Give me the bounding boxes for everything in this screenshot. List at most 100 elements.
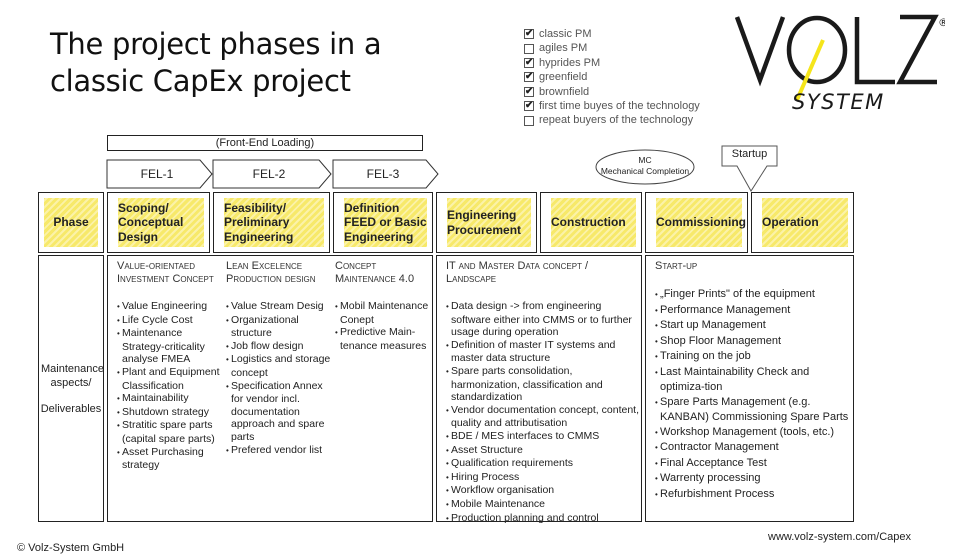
deliverable-item: Maintainability	[117, 392, 222, 406]
fel-deliverables: Value-orientaed Investment ConceptValue …	[107, 255, 433, 522]
startup-callout	[721, 145, 778, 192]
checklist-label: greenfield	[539, 71, 588, 84]
checklist-label: first time buyes of the technology	[539, 100, 700, 113]
checklist-item[interactable]: classic PM	[524, 27, 700, 41]
deliverable-item: Mobil Maintenance Conept	[335, 300, 430, 326]
deliverable-heading: Lean Excelence Production design	[226, 260, 316, 285]
deliverable-item: Value Engineering	[117, 300, 222, 314]
checkbox[interactable]	[524, 58, 534, 69]
project-type-checklist: classic PM agiles PMhyprides PM greenfield…	[524, 27, 700, 128]
deliverable-item: Definition of master IT systems and mast…	[446, 339, 639, 365]
startup-milestone-label: Startup	[731, 148, 768, 160]
phase-label: Scoping/ Conceptual Design	[118, 200, 184, 244]
deliverable-item: Last Maintainability Check and optimiza-…	[655, 365, 853, 395]
checklist-item[interactable]: first time buyes of the technology	[524, 99, 700, 113]
row-label: Maintenance aspects/ Deliverables	[38, 255, 104, 522]
copyright: © Volz-System GmbH	[17, 542, 125, 554]
deliverable-item: Stratitic spare parts (capital spare par…	[117, 419, 222, 445]
checklist-label: agiles PM	[539, 42, 588, 55]
checkbox[interactable]	[524, 29, 534, 40]
deliverable-item: Spare parts consolidation, harmonization…	[446, 365, 639, 404]
checklist-item[interactable]: hyprides PM	[524, 56, 700, 70]
deliverable-item: Refurbishment Process	[655, 487, 853, 503]
checkbox[interactable]	[524, 101, 534, 112]
deliverable-item: Training on the job	[655, 349, 853, 365]
deliverable-list: Data design -> from engineering software…	[446, 300, 639, 525]
fel-3-arrow	[332, 159, 439, 189]
startup-deliverables-list: Start-up „Finger Prints" of the equipment…	[655, 260, 853, 502]
deliverable-heading: Start-up	[655, 260, 698, 272]
phase-construction: Construction	[540, 192, 642, 253]
deliverable-item: Start up Management	[655, 318, 853, 334]
checkbox[interactable]	[524, 72, 534, 83]
checklist-item[interactable]: brownfield	[524, 85, 700, 99]
deliverable-item: Spare Parts Management (e.g. KANBAN) Com…	[655, 395, 853, 425]
deliverable-item: Asset Structure	[446, 444, 639, 458]
deliverable-list: Mobil Maintenance ConeptPredictive Main-…	[335, 300, 430, 352]
deliverable-heading: IT and Master Data concept / Landscape	[446, 260, 589, 285]
phase-label: Commissioning	[656, 215, 747, 230]
checklist-label: brownfield	[539, 85, 590, 98]
phase-header-label: Phase	[53, 215, 89, 230]
fel-3-label: FEL-3	[366, 167, 400, 181]
phase-definition: Definition FEED or Basic Engineering	[333, 192, 433, 253]
deliverable-item: Final Acceptance Test	[655, 456, 853, 472]
deliverable-item: Performance Management	[655, 303, 853, 319]
epc-deliverables: IT and Master Data concept / LandscapeDa…	[436, 255, 642, 525]
checkbox[interactable]	[524, 86, 534, 97]
phase-engineering-procurement: Engineering Procurement	[436, 192, 537, 253]
title-line-1: The project phases in a	[50, 27, 382, 61]
checklist-label: classic PM	[539, 28, 592, 40]
checklist-label: hyprides PM	[539, 56, 601, 69]
phase-label: Construction	[551, 215, 626, 230]
svg-text:SYSTEM: SYSTEM	[792, 90, 885, 112]
deliverable-item: Plant and Equipment Classification	[117, 366, 222, 392]
fel-1-label: FEL-1	[140, 167, 174, 181]
fel3-deliverables: Concept Maintenance 4.0Mobil Maintenance…	[335, 260, 430, 352]
deliverable-item: Mobile Maintenance	[446, 498, 639, 512]
deliverable-item: Shop Floor Management	[655, 334, 853, 350]
deliverable-item: Job flow design	[226, 340, 331, 354]
front-end-loading-label: (Front-End Loading)	[107, 135, 423, 151]
deliverable-item: Value Stream Desig	[226, 300, 331, 314]
phase-label: Operation	[762, 215, 819, 230]
fel-1-arrow	[106, 159, 213, 189]
checkbox[interactable]	[524, 115, 534, 126]
checklist-item[interactable]: greenfield	[524, 70, 700, 84]
deliverable-heading: Value-orientaed Investment Concept	[117, 260, 214, 285]
title-line-2: classic CapEx project	[50, 64, 351, 98]
startup-deliverables: Start-up „Finger Prints" of the equipment…	[645, 255, 854, 522]
epc-deliverables-list: IT and Master Data concept / LandscapeDa…	[446, 260, 639, 525]
deliverable-item: Vendor documentation concept, content, q…	[446, 404, 639, 430]
deliverable-item: Shutdown strategy	[117, 406, 222, 420]
phase-commissioning: Commissioning	[645, 192, 748, 253]
phase-label: Engineering Procurement	[447, 208, 522, 237]
deliverable-item: Warrenty processing	[655, 471, 853, 487]
checkbox[interactable]	[524, 43, 534, 54]
deliverable-item: Specification Annex for vendor incl. doc…	[226, 380, 331, 444]
fel2-deliverables: Lean Excelence Production designValue St…	[226, 260, 331, 457]
deliverable-heading: Concept Maintenance 4.0	[335, 260, 415, 285]
row-label-line-2: Deliverables	[40, 402, 102, 415]
checklist-item[interactable]: agiles PM	[524, 41, 700, 55]
page-title: The project phases in a classic CapEx pr…	[50, 26, 382, 100]
deliverable-item: Organizational structure	[226, 314, 331, 340]
deliverable-item: Life Cycle Cost	[117, 314, 222, 328]
phase-feasibility: Feasibility/ Preliminary Engineering	[213, 192, 330, 253]
deliverable-item: Logistics and storage concept	[226, 353, 331, 379]
deliverable-list: „Finger Prints" of the equipmentPerforma…	[655, 287, 853, 502]
deliverable-list: Value EngineeringLife Cycle CostMaintena…	[117, 300, 222, 472]
volz-system-logo: ® SYSTEM	[735, 14, 945, 112]
phase-header: Phase	[38, 192, 104, 253]
deliverable-item: Hiring Process	[446, 471, 639, 485]
website-link[interactable]: www.volz-system.com/Capex	[768, 531, 912, 543]
phase-scoping: Scoping/ Conceptual Design	[107, 192, 210, 253]
mc-milestone: MC Mechanical Completion	[594, 155, 696, 177]
deliverable-item: Qualification requirements	[446, 457, 639, 471]
fel-2-arrow	[212, 159, 332, 189]
mc-full-label: Mechanical Completion	[600, 166, 690, 176]
checklist-item[interactable]: repeat buyers of the technology	[524, 113, 700, 127]
phase-operation: Operation	[751, 192, 854, 253]
deliverable-item: Asset Purchasing strategy	[117, 446, 222, 472]
deliverable-item: BDE / MES interfaces to CMMS	[446, 430, 639, 444]
